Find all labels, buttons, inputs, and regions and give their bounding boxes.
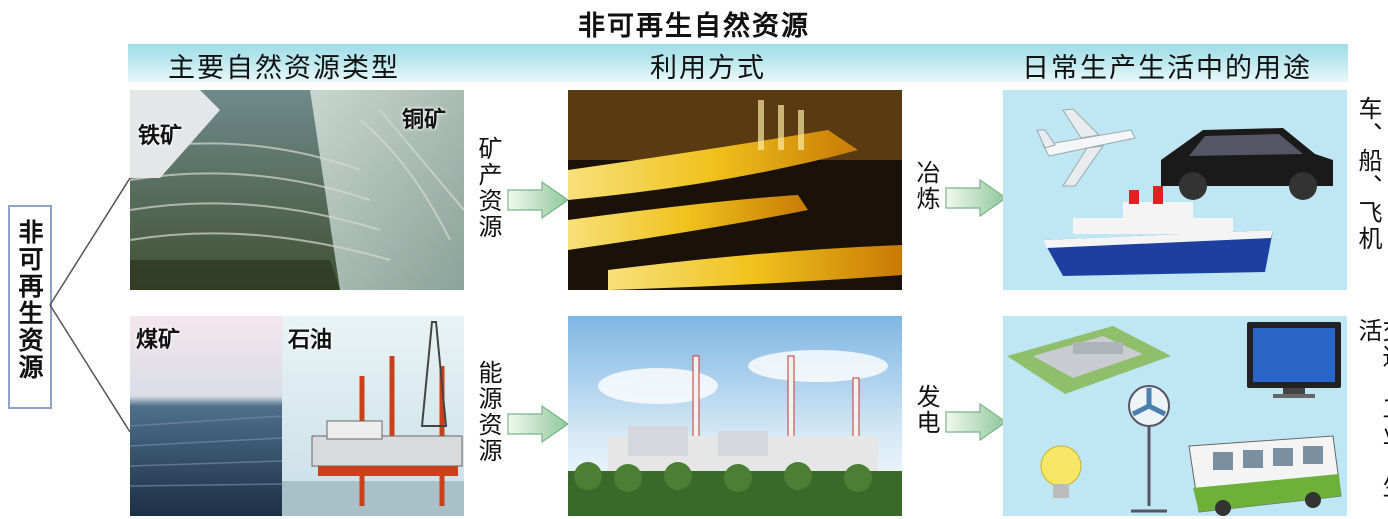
mine-photo: 铁矿 铜矿 xyxy=(130,90,464,290)
ship-icon xyxy=(1043,186,1273,276)
oil-rig-illustration xyxy=(282,316,464,516)
column-header-types: 主要自然资源类型 xyxy=(168,53,400,84)
arrow-right-icon xyxy=(507,404,570,444)
method-label-smelting: 冶炼 xyxy=(912,160,940,212)
factory-icon xyxy=(1007,326,1171,394)
method-label-power: 发电 xyxy=(912,384,940,436)
daily-life-photo xyxy=(1003,316,1347,516)
tv-icon xyxy=(1247,322,1341,398)
photo-label-coal: 煤矿 xyxy=(136,328,181,353)
oil-photo: 石油 xyxy=(282,316,464,516)
root-box: 非可再生资源 xyxy=(8,205,52,409)
arrow-right-icon xyxy=(507,180,570,220)
fan-icon xyxy=(1128,385,1170,513)
arrow-right-icon xyxy=(945,402,1008,442)
root-label: 非可再生资源 xyxy=(15,219,44,381)
coal-photo: 煤矿 xyxy=(130,316,282,516)
car-icon xyxy=(1161,128,1333,200)
industry-life-illustration xyxy=(1007,322,1342,516)
column-header-daily: 日常生产生活中的用途 xyxy=(1022,53,1312,84)
airplane-icon xyxy=(1036,108,1136,187)
diagram-title: 非可再生自然资源 xyxy=(578,11,810,42)
use-label-daily: 交通、工业、生活 xyxy=(1354,318,1388,500)
arrow-right-icon xyxy=(945,178,1008,218)
power-plant-photo xyxy=(568,316,902,516)
photo-label-copper: 铜矿 xyxy=(402,108,447,133)
power-plant-illustration xyxy=(568,316,902,516)
photo-label-iron: 铁矿 xyxy=(138,124,183,149)
vehicles-illustration xyxy=(1036,108,1333,276)
bus-icon xyxy=(1188,435,1342,516)
photo-label-oil: 石油 xyxy=(288,328,333,353)
use-label-vehicles: 车、船、飞机 xyxy=(1354,96,1382,252)
mine-illustration xyxy=(130,90,464,290)
molten-metal-illustration xyxy=(568,90,902,290)
smelting-photo xyxy=(568,90,902,290)
coal-mine-illustration xyxy=(130,316,282,516)
resource-label-energy: 能源资源 xyxy=(474,360,502,464)
lightbulb-icon xyxy=(1040,445,1082,498)
header-band xyxy=(128,44,1348,82)
resource-label-mineral: 矿产资源 xyxy=(474,136,502,240)
column-header-usage: 利用方式 xyxy=(650,53,766,84)
transport-photo xyxy=(1003,90,1347,290)
